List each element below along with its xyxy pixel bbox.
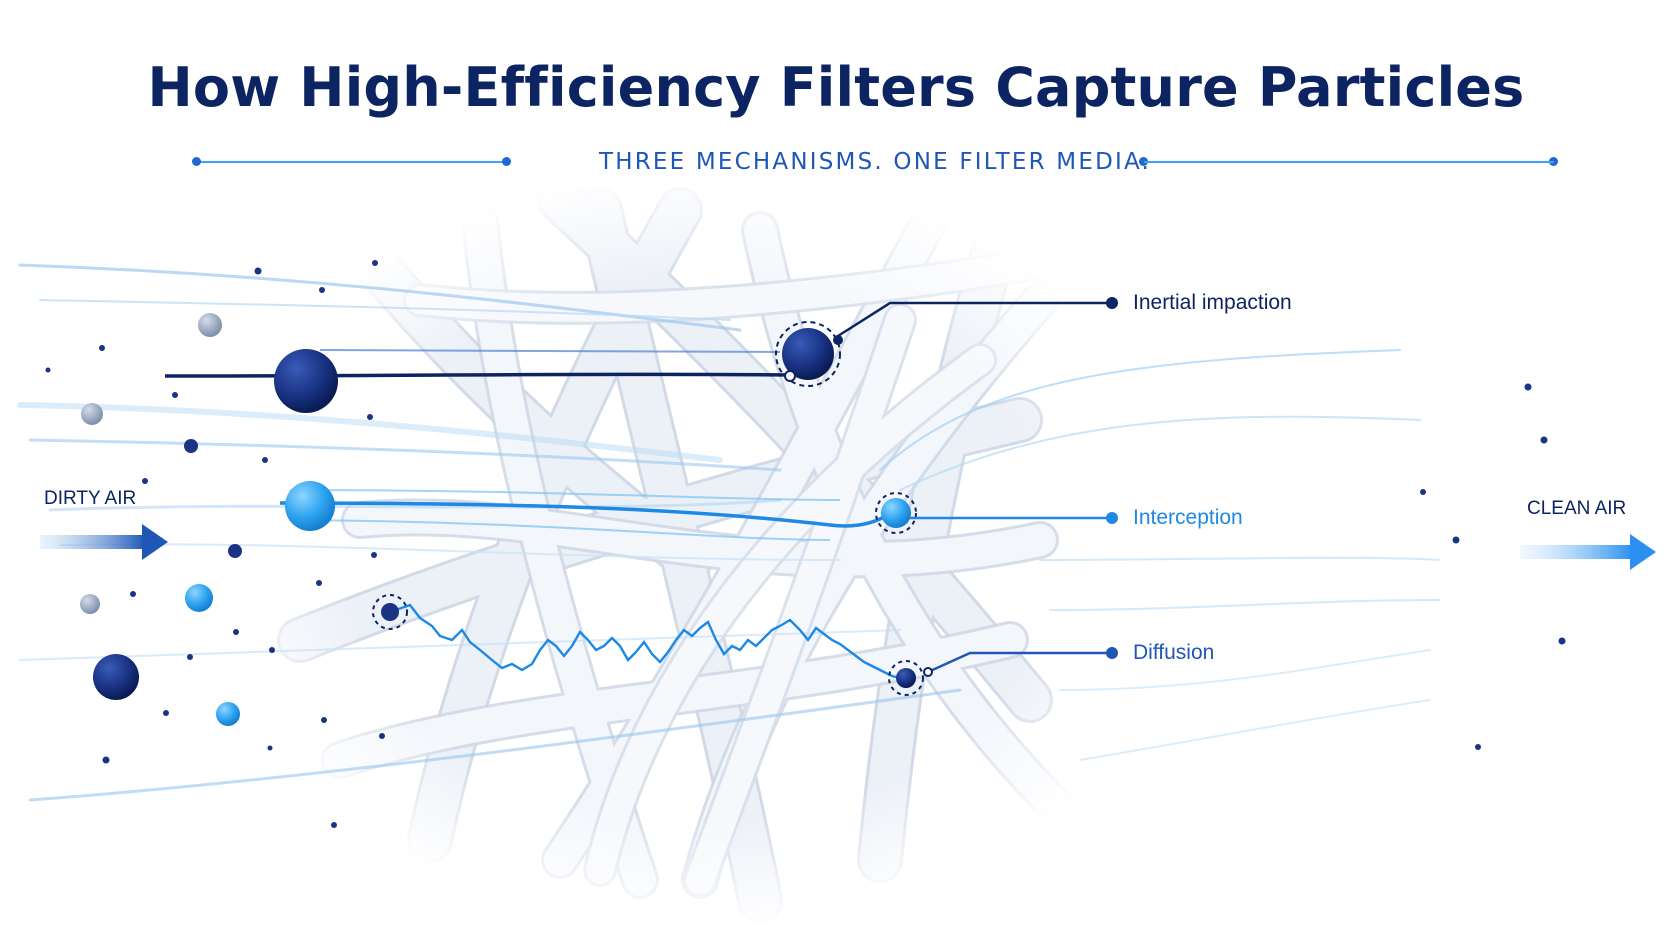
diffusion-trajectory — [389, 603, 901, 680]
leader-endpoint — [1106, 512, 1118, 524]
subtitle-rule-dot — [502, 157, 511, 166]
dust-specks — [45, 260, 1566, 828]
medium-particle — [285, 481, 335, 531]
inertial-impaction-trajectory — [164, 349, 791, 378]
large-particle — [274, 349, 338, 413]
outlet-arrow — [1520, 534, 1656, 570]
inlet-label: DIRTY AIR — [44, 488, 137, 509]
subtitle-rule-dot — [192, 157, 201, 166]
contact-point — [784, 370, 796, 382]
impaction-captured-particle — [782, 328, 834, 380]
diffusion-captured-particle — [896, 668, 916, 688]
interception-trajectory — [279, 489, 902, 541]
small-particle — [80, 594, 100, 614]
tiny-particle — [228, 544, 242, 558]
capture-ring — [888, 660, 924, 696]
capture-ring — [775, 321, 841, 387]
inlet-arrow — [40, 524, 168, 560]
small-particle — [185, 584, 213, 612]
mechanism-label-impaction: Inertial impaction — [1133, 291, 1292, 314]
subtitle-rule-dot — [1139, 157, 1148, 166]
outlet-label: CLEAN AIR — [1527, 498, 1627, 519]
leader-impaction — [837, 301, 1112, 338]
diagram-title: How High-Efficiency Filters Capture Part… — [147, 56, 1525, 119]
subtitle-rule-right — [1144, 161, 1554, 163]
small-particle — [81, 403, 103, 425]
small-particle — [198, 313, 222, 337]
leader-endpoint — [1106, 647, 1118, 659]
diffusion-entering-particle — [381, 603, 399, 621]
small-particle — [216, 702, 240, 726]
leader-endpoint — [1106, 297, 1118, 309]
tiny-particle — [184, 439, 198, 453]
large-particle — [93, 654, 139, 700]
leader-diffusion — [927, 651, 1112, 674]
callout-leaders — [837, 297, 1118, 674]
interception-captured-particle — [881, 498, 911, 528]
captured-particles — [372, 321, 933, 696]
capture-ring — [372, 594, 408, 630]
incoming-particles — [80, 313, 338, 726]
capture-ring — [875, 492, 917, 534]
contact-point — [833, 335, 843, 345]
contact-point — [923, 667, 933, 677]
mechanism-label-interception: Interception — [1133, 506, 1243, 529]
mechanism-label-diffusion: Diffusion — [1133, 641, 1215, 664]
fiber-fade-overlay — [200, 170, 1200, 930]
subtitle-rule-left — [196, 161, 506, 163]
airflow-streamlines — [17, 263, 1441, 802]
